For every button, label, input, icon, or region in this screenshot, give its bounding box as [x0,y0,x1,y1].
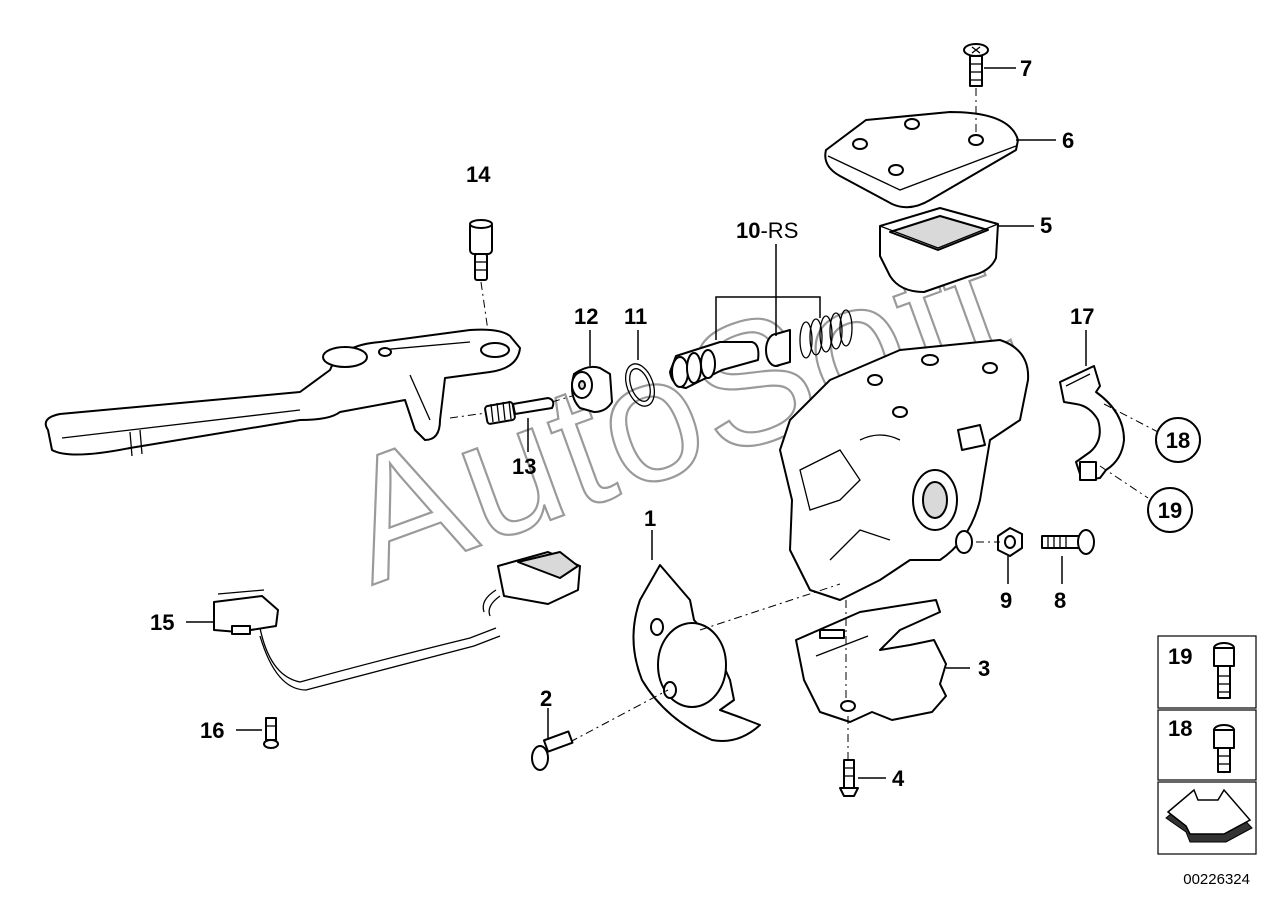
callout-16: 16 [200,718,224,743]
callout-19-circled: 19 [1147,487,1193,533]
callout-6: 6 [1062,128,1074,153]
callout-17: 17 [1070,304,1094,329]
clutch-lever [44,328,521,457]
master-cylinder-housing [779,339,1030,601]
callout-14: 14 [466,162,491,187]
callout-labels: 1 2 3 4 5 6 7 8 9 10-RS 11 12 13 14 15 1… [150,56,1094,791]
part-9-nut [997,527,1023,584]
callout-10-rs: 10-RS [736,218,798,243]
callout-18: 18 [1166,428,1190,453]
part-10-piston-assembly [669,244,853,389]
part-17-clamp [1059,330,1159,499]
part-11-circlip [625,363,655,407]
callout-5: 5 [1040,213,1052,238]
callout-8: 8 [1054,588,1066,613]
callout-12: 12 [574,304,598,329]
part-8-bolt [976,529,1095,584]
part-3-cover [795,599,970,723]
part-5-diaphragm [879,207,1034,293]
part-7-screw [963,43,1016,136]
part-4-screw [839,716,886,797]
callout-18-circled: 18 [1155,417,1201,463]
legend-label-19: 19 [1168,644,1192,669]
callout-2: 2 [540,686,552,711]
callout-13: 13 [512,454,536,479]
part-12-seal-cap [571,365,613,413]
callout-9: 9 [1000,588,1012,613]
legend-label-18: 18 [1168,716,1192,741]
legend-bolt-short-icon [1213,724,1235,773]
callout-10: 10 [736,218,760,243]
part-2-screw [531,708,574,771]
part-6-reservoir-cover [824,111,1056,209]
direction-arrow-icon [1165,788,1253,843]
spring [799,309,853,359]
legend-bolt-long-icon [1213,642,1235,699]
document-id: 00226324 [1183,871,1250,888]
callout-19: 19 [1158,498,1182,523]
callout-10-suffix: -RS [760,218,798,243]
callout-7: 7 [1020,56,1032,81]
callout-11: 11 [624,304,647,329]
part-15-clutch-switch [186,551,581,691]
part-14-pin [469,219,493,346]
callout-15: 15 [150,610,174,635]
part-16-screw [236,717,279,749]
legend-panel: 19 18 [1157,635,1257,855]
callout-3: 3 [978,656,990,681]
callout-1: 1 [644,506,656,531]
part-13-adjusting-screw [449,395,573,425]
legend-box-19 [1157,635,1257,709]
callout-4: 4 [892,766,905,791]
part-1-shield [569,530,841,743]
legend-box-18 [1157,709,1257,781]
